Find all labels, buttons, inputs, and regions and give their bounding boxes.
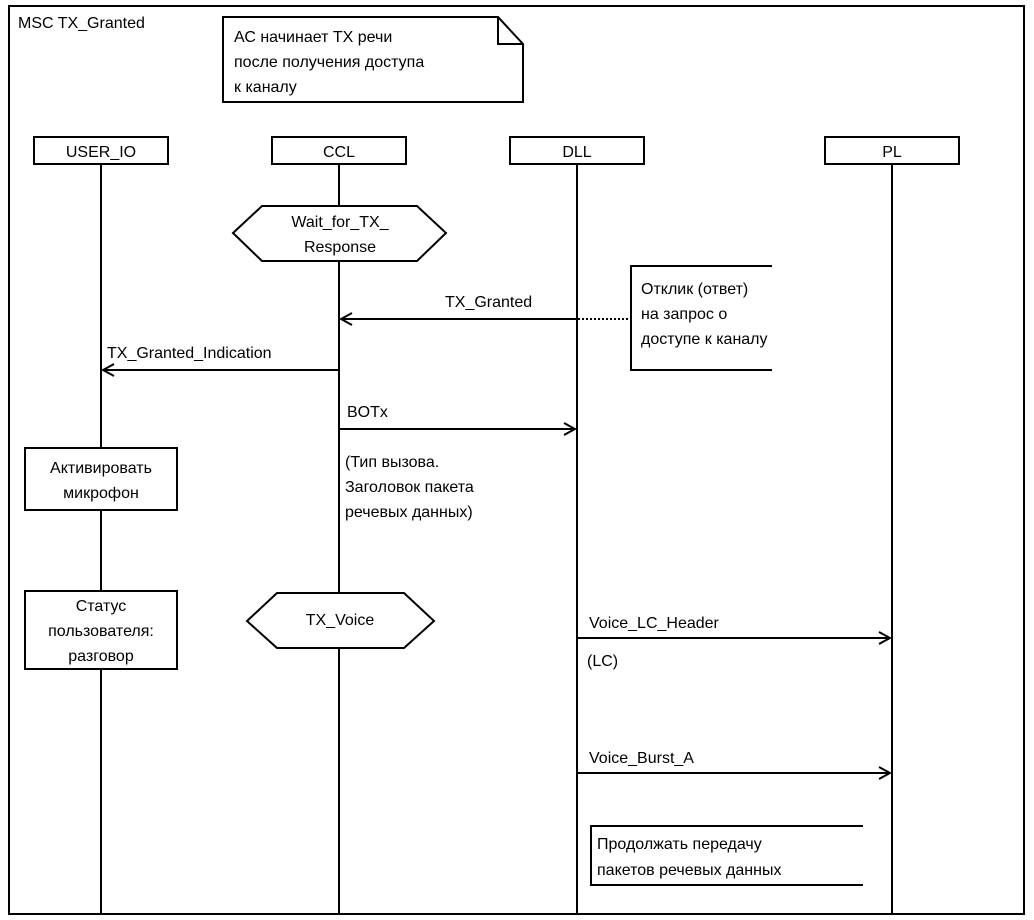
action-user-status-line-3: разговор xyxy=(68,648,134,665)
state-tx-voice-label: TX_Voice xyxy=(306,612,375,629)
lifeline-label-dll: DLL xyxy=(562,144,591,161)
continue-note: Продолжать передачу пакетов речевых данн… xyxy=(590,825,863,886)
diagram-title: MSC TX_Granted xyxy=(18,15,145,32)
lifeline-head-dll: DLL xyxy=(509,136,645,165)
response-note-line-2: на запрос о xyxy=(641,306,727,323)
state-wait-line-2: Response xyxy=(304,239,376,256)
msg-botx-param-1: (Тип вызова. xyxy=(345,454,439,471)
action-activate-mic: Активировать микрофон xyxy=(24,447,178,511)
msg-botx-param-2: Заголовок пакета xyxy=(345,479,474,496)
top-note: АС начинает TX речи после получения дост… xyxy=(222,16,524,103)
action-activate-mic-line-1: Активировать xyxy=(50,460,152,477)
response-note-line-3: доступе к каналу xyxy=(641,331,768,348)
msg-tx-granted-label: TX_Granted xyxy=(445,294,532,311)
response-note-line-1: Отклик (ответ) xyxy=(641,281,748,298)
action-user-status: Статус пользователя: разговор xyxy=(24,590,178,670)
lifeline-label-user-io: USER_IO xyxy=(66,144,136,161)
msg-voice-burst-a-label: Voice_Burst_A xyxy=(589,750,694,767)
msg-voice-lc-header-param: (LC) xyxy=(587,653,618,670)
response-note: Отклик (ответ) на запрос о доступе к кан… xyxy=(630,265,772,371)
continue-note-line-1: Продолжать передачу xyxy=(597,836,762,853)
top-note-line-2: после получения доступа xyxy=(234,54,424,71)
lifeline-head-ccl: CCL xyxy=(271,136,407,165)
msg-botx-param-3: речевых данных) xyxy=(345,504,473,521)
lifeline-head-user-io: USER_IO xyxy=(33,136,169,165)
top-note-line-3: к каналу xyxy=(234,79,297,96)
msg-botx-label: BOTx xyxy=(347,404,388,421)
action-user-status-line-2: пользователя: xyxy=(48,623,154,640)
lifeline-label-pl: PL xyxy=(882,144,902,161)
msg-voice-lc-header-label: Voice_LC_Header xyxy=(589,615,720,632)
top-note-line-1: АС начинает TX речи xyxy=(234,29,392,46)
msg-tx-granted-indication-label: TX_Granted_Indication xyxy=(107,345,272,362)
lifeline-label-ccl: CCL xyxy=(323,144,355,161)
continue-note-line-2: пакетов речевых данных xyxy=(597,862,781,879)
action-user-status-line-1: Статус xyxy=(76,598,127,615)
state-tx-voice: TX_Voice xyxy=(245,592,436,649)
state-wait-line-1: Wait_for_TX_ xyxy=(291,214,389,231)
state-wait-for-tx-response: Wait_for_TX_ Response xyxy=(231,205,448,262)
lifeline-head-pl: PL xyxy=(824,136,960,165)
action-activate-mic-line-2: микрофон xyxy=(63,485,139,502)
